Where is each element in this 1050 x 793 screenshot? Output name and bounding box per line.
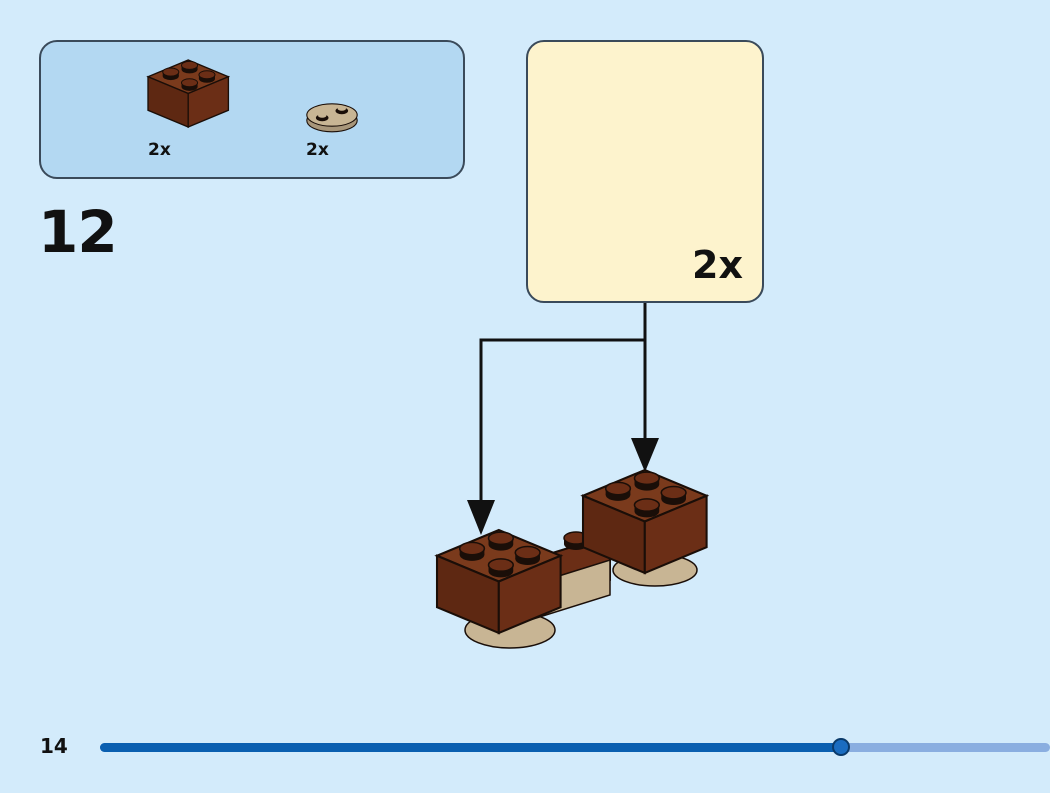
part-plate-1x2-image xyxy=(306,103,358,133)
assembled-model-image xyxy=(437,470,707,649)
part-brick-2x2-image xyxy=(148,60,228,127)
step-number: 12 xyxy=(38,198,118,266)
page-number: 14 xyxy=(40,734,68,758)
progress-knob[interactable] xyxy=(832,738,850,756)
arrow-down-icon xyxy=(631,438,659,472)
parts-list-box xyxy=(39,40,465,179)
part-brick-quantity: 2x xyxy=(148,140,171,160)
callout-quantity: 2x xyxy=(692,243,743,287)
arrow-down-icon xyxy=(467,500,495,535)
part-plate-quantity: 2x xyxy=(306,140,329,160)
connector-arrows xyxy=(467,303,659,535)
progress-fill xyxy=(100,743,841,752)
progress-bar[interactable] xyxy=(100,738,1050,756)
sub-assembly-callout xyxy=(526,40,764,303)
